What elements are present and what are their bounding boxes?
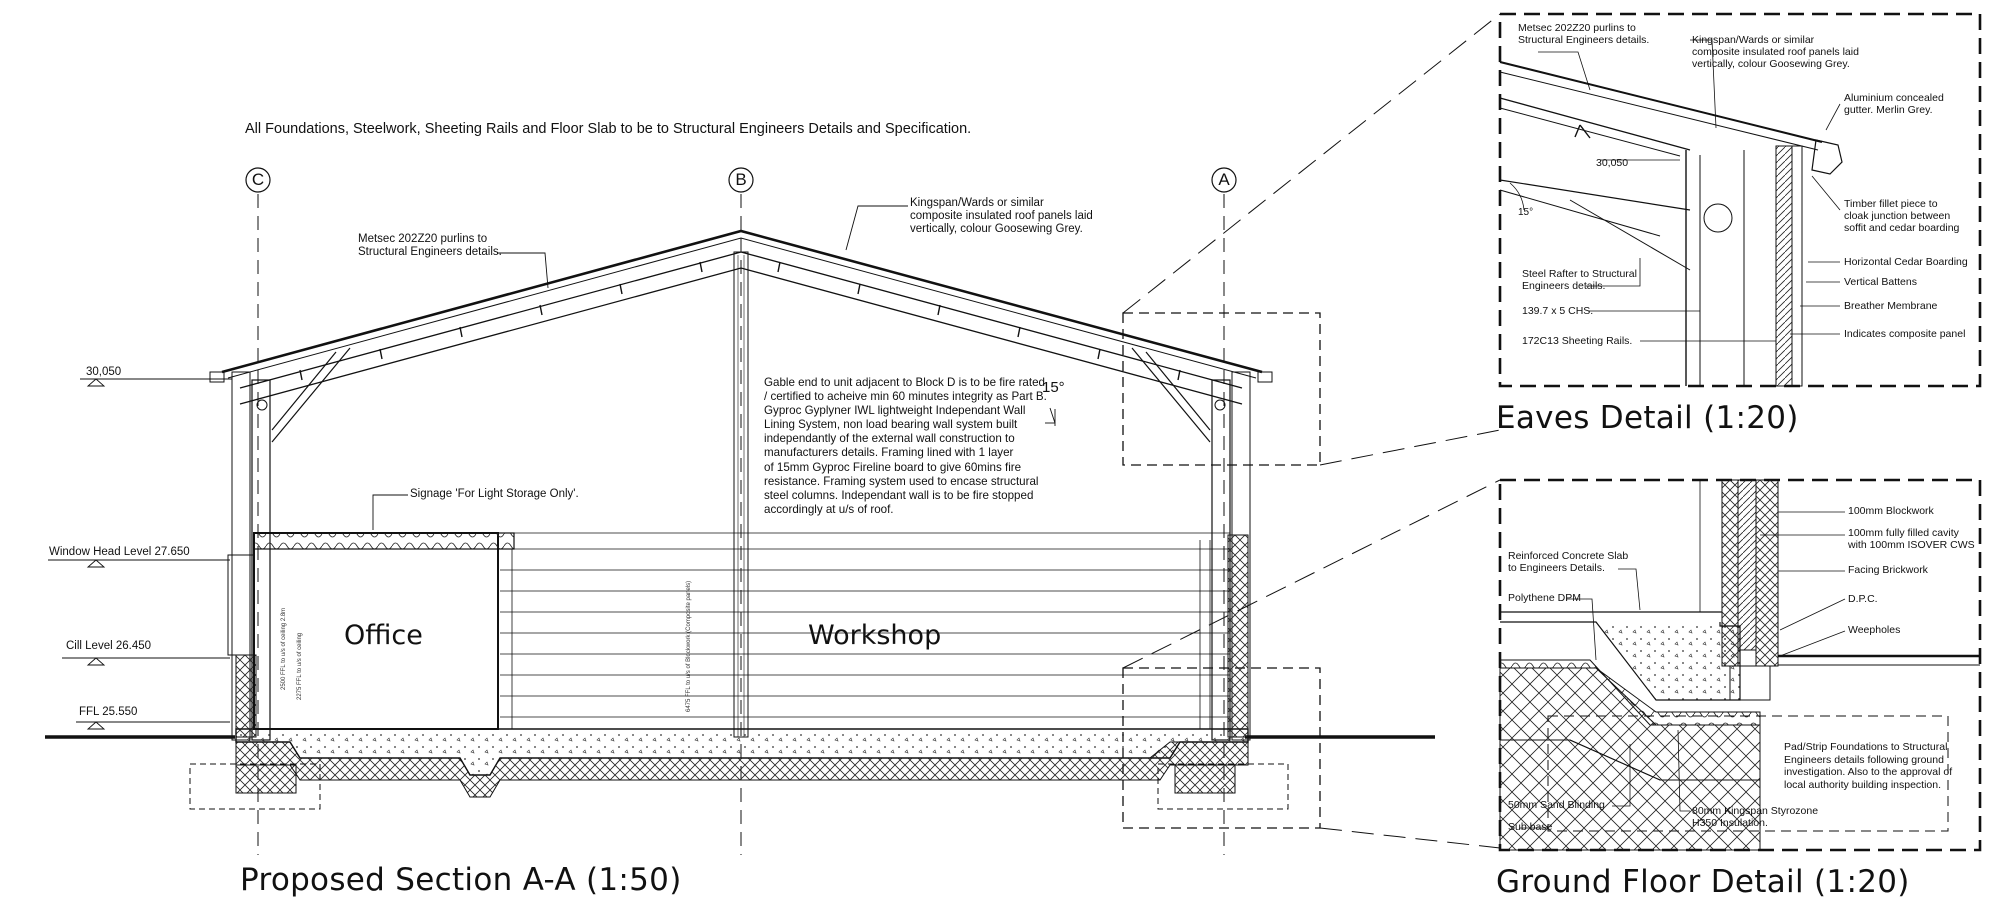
grid-label-a: A bbox=[1218, 170, 1230, 189]
ground-title: Ground Floor Detail (1:20) bbox=[1496, 864, 1910, 900]
eaves-boarding-note: Horizontal Cedar Boarding bbox=[1844, 256, 1968, 268]
eaves-detail-drawing bbox=[1498, 12, 1982, 388]
window-head-level-label: Window Head Level 27.650 bbox=[49, 546, 190, 558]
signage-note: Signage 'For Light Storage Only'. bbox=[410, 488, 579, 500]
eaves-membrane-note: Breather Membrane bbox=[1844, 300, 1938, 312]
eaves-rafter-note: Steel Rafter to Structural Engineers det… bbox=[1522, 268, 1637, 292]
roof-panels-note: Kingspan/Wards or similar composite insu… bbox=[910, 197, 1093, 235]
eaves-roof-panels-note: Kingspan/Wards or similar composite insu… bbox=[1692, 34, 1859, 70]
section-title: Proposed Section A-A (1:50) bbox=[240, 862, 682, 898]
eaves-chs-note: 139.7 x 5 CHS. bbox=[1522, 305, 1594, 317]
ridge-level-label: 30,050 bbox=[86, 366, 122, 378]
eaves-angle-label: 15° bbox=[1518, 207, 1534, 218]
eaves-purlins-note: Metsec 202Z20 purlins to Structural Engi… bbox=[1518, 22, 1650, 46]
eaves-title: Eaves Detail (1:20) bbox=[1496, 400, 1799, 436]
ground-cavity-note: 100mm fully filled cavity with 100mm ISO… bbox=[1848, 527, 1975, 551]
ground-blockwork-note: 100mm Blockwork bbox=[1848, 505, 1934, 517]
eaves-fillet-note: Timber fillet piece to cloak junction be… bbox=[1844, 198, 1960, 234]
ground-brickwork-note: Facing Brickwork bbox=[1848, 564, 1928, 576]
dim-label-1: 2500 FFL to u/s of ceiling 2.8m bbox=[281, 607, 287, 690]
ground-blinding-note: 50mm Sand Blinding bbox=[1508, 799, 1605, 811]
eaves-composite-note: Indicates composite panel bbox=[1844, 328, 1966, 340]
grid-label-b: B bbox=[735, 170, 747, 189]
ffl-level-label: FFL 25.550 bbox=[79, 706, 138, 718]
ground-detail-drawing bbox=[1498, 478, 1982, 852]
room-label-office: Office bbox=[344, 620, 423, 651]
ground-weepholes-note: Weepholes bbox=[1848, 624, 1901, 636]
section-drawing bbox=[45, 13, 1501, 855]
ground-insulation-note: 80mm Kingspan Styrozone H350 Insulation. bbox=[1692, 805, 1819, 829]
ground-dpm-note: Polythene DPM bbox=[1508, 592, 1581, 604]
grid-label-c: C bbox=[251, 170, 265, 189]
eaves-battens-note: Vertical Battens bbox=[1844, 276, 1917, 288]
ground-slab-note: Reinforced Concrete Slab to Engineers De… bbox=[1508, 550, 1629, 574]
eaves-rails-note: 172C13 Sheeting Rails. bbox=[1522, 335, 1633, 347]
ground-pad-note: Pad/Strip Foundations to Structural Engi… bbox=[1784, 741, 1953, 791]
general-note: All Foundations, Steelwork, Sheeting Rai… bbox=[245, 121, 972, 137]
purlins-note: Metsec 202Z20 purlins to Structural Engi… bbox=[358, 233, 502, 258]
eaves-level-label: 30,050 bbox=[1596, 157, 1629, 169]
dim-label-3: 6475 FFL to u/s of Blockwork (Composite … bbox=[686, 580, 692, 712]
roof-angle-label: 15° bbox=[1042, 379, 1065, 396]
cill-level-label: Cill Level 26.450 bbox=[66, 640, 152, 652]
dim-label-2: 2275 FFL to u/s of ceiling bbox=[297, 632, 303, 700]
room-label-workshop: Workshop bbox=[808, 620, 942, 651]
eaves-gutter-note: Aluminium concealed gutter. Merlin Grey. bbox=[1844, 92, 1944, 116]
ground-subbase-note: Sub base bbox=[1508, 821, 1553, 833]
gable-note: Gable end to unit adjacent to Block D is… bbox=[764, 376, 1047, 516]
ground-dpc-note: D.P.C. bbox=[1848, 593, 1878, 605]
